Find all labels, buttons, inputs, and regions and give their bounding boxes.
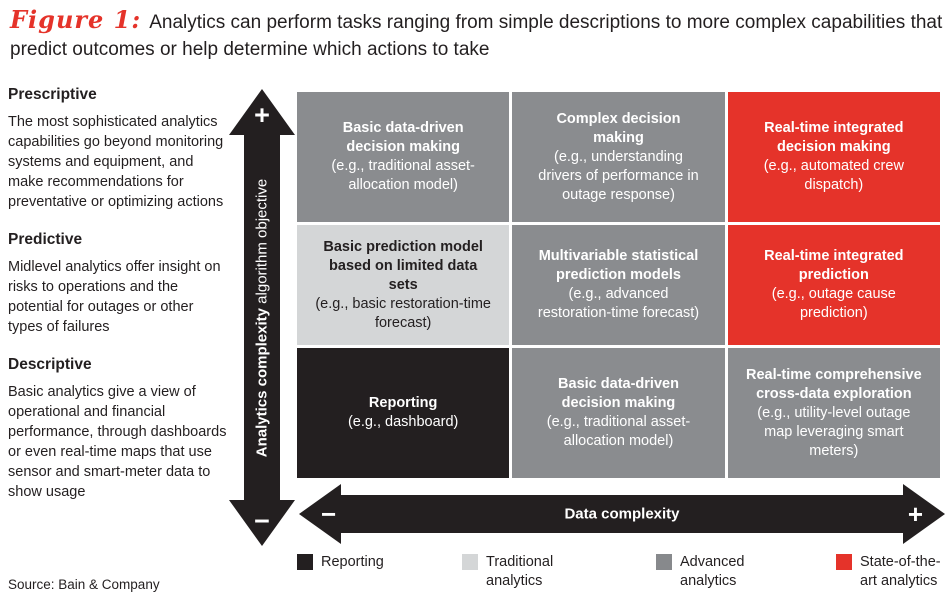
reporting-swatch-icon — [297, 554, 313, 570]
x-axis-label: Data complexity — [564, 505, 680, 523]
x-axis-shaft — [339, 495, 905, 533]
heading-predictive: Predictive — [8, 231, 83, 248]
cell-title: Basic data-driven decision making — [342, 120, 464, 155]
cell-title: Real-time integrated decision making — [764, 120, 904, 155]
matrix-cell-r2c3: Real-time integrated prediction (e.g., o… — [727, 225, 940, 345]
advanced-swatch-icon — [656, 554, 672, 570]
legend-item-reporting: Reporting — [297, 553, 384, 572]
cell-title: Complex decision making — [556, 110, 681, 146]
body-descriptive: Basic analytics give a view of operation… — [8, 384, 227, 500]
legend-label: Traditional analytics — [486, 554, 554, 589]
cell-title: Real-time comprehensive cross-data explo… — [745, 366, 922, 402]
matrix-cell-r1c2: Complex decision making (e.g., understan… — [512, 92, 725, 222]
cell-example: (e.g., utility-level outage map leveragi… — [757, 404, 911, 459]
legend-label: Reporting — [321, 554, 384, 570]
y-axis-label: Analytics complexity algorithm objective — [253, 178, 271, 457]
cell-example: (e.g., traditional asset-allocation mode… — [546, 414, 691, 449]
matrix-grid: Basic data-driven decision making (e.g.,… — [297, 92, 940, 478]
cell-title: Basic data-driven decision making — [558, 376, 679, 411]
x-axis-arrow: − + Data complexity — [299, 484, 945, 544]
figure-number-label: Figure 1: — [10, 5, 142, 34]
cell-title: Reporting — [368, 395, 438, 411]
matrix-cell-r1c1: Basic data-driven decision making (e.g.,… — [297, 92, 510, 222]
cell-example: (e.g., automated crew dispatch) — [763, 158, 904, 193]
y-axis-label-bold: Analytics complexity — [253, 307, 271, 457]
matrix-cell-r2c2: Multivariable statistical prediction mod… — [512, 225, 725, 345]
left-descriptions: Prescriptive The most sophisticated anal… — [8, 86, 228, 521]
matrix-cell-r1c3: Real-time integrated decision making (e.… — [727, 92, 940, 222]
matrix-cell-r3c3: Real-time comprehensive cross-data explo… — [727, 348, 940, 478]
cell-title: Basic prediction model based on limited … — [323, 238, 483, 293]
arrow-right-icon — [903, 484, 945, 544]
cell-title: Real-time integrated prediction — [764, 248, 904, 283]
cell-example: (e.g., basic restoration-time forecast) — [315, 295, 491, 331]
arrow-left-icon — [299, 484, 341, 544]
y-axis-minus-sign: − — [254, 506, 270, 536]
traditional-swatch-icon — [462, 554, 478, 570]
source-credit: Source: Bain & Company — [8, 577, 160, 592]
y-axis-label-regular: algorithm objective — [253, 178, 271, 304]
y-axis-arrow: + − Analytics complexity algorithm objec… — [229, 89, 295, 546]
body-predictive: Midlevel analytics offer insight on risk… — [8, 259, 221, 335]
figure-title-text: Analytics can perform tasks ranging from… — [10, 12, 943, 60]
cell-example: (e.g., understanding drivers of performa… — [538, 148, 699, 203]
x-axis-plus-sign: + — [907, 499, 923, 529]
legend: Reporting Traditional analytics Advanced… — [0, 553, 950, 597]
cell-example: (e.g., outage cause prediction) — [771, 286, 896, 321]
matrix-cell-r3c2: Basic data-driven decision making (e.g.,… — [512, 348, 725, 478]
x-axis-minus-sign: − — [321, 499, 337, 529]
matrix-cell-r3c1: Reporting (e.g., dashboard) — [297, 348, 510, 478]
legend-item-traditional: Traditional analytics — [462, 553, 598, 591]
cell-example: (e.g., dashboard) — [347, 414, 459, 430]
y-axis-shaft — [244, 133, 280, 502]
cell-example: (e.g., advanced restoration-time forecas… — [537, 286, 700, 321]
arrow-up-icon — [229, 89, 295, 135]
legend-label: Advanced analytics — [680, 554, 745, 589]
state-of-the-art-swatch-icon — [836, 554, 852, 570]
matrix-cell-r2c1: Basic prediction model based on limited … — [297, 225, 510, 345]
legend-item-advanced: Advanced analytics — [656, 553, 792, 591]
legend-item-state-of-the-art: State-of-the-art analytics — [836, 553, 950, 591]
cell-example: (e.g., traditional asset-allocation mode… — [331, 158, 475, 193]
heading-prescriptive: Prescriptive — [8, 86, 97, 103]
body-prescriptive: The most sophisticated analytics capabil… — [8, 114, 224, 210]
y-axis-plus-sign: + — [254, 100, 270, 130]
legend-label: State-of-the-art analytics — [860, 554, 941, 589]
heading-descriptive: Descriptive — [8, 356, 92, 373]
cell-title: Multivariable statistical prediction mod… — [538, 248, 699, 283]
figure-title: Figure 1:Analytics can perform tasks ran… — [10, 6, 944, 63]
arrow-down-icon — [229, 500, 295, 546]
